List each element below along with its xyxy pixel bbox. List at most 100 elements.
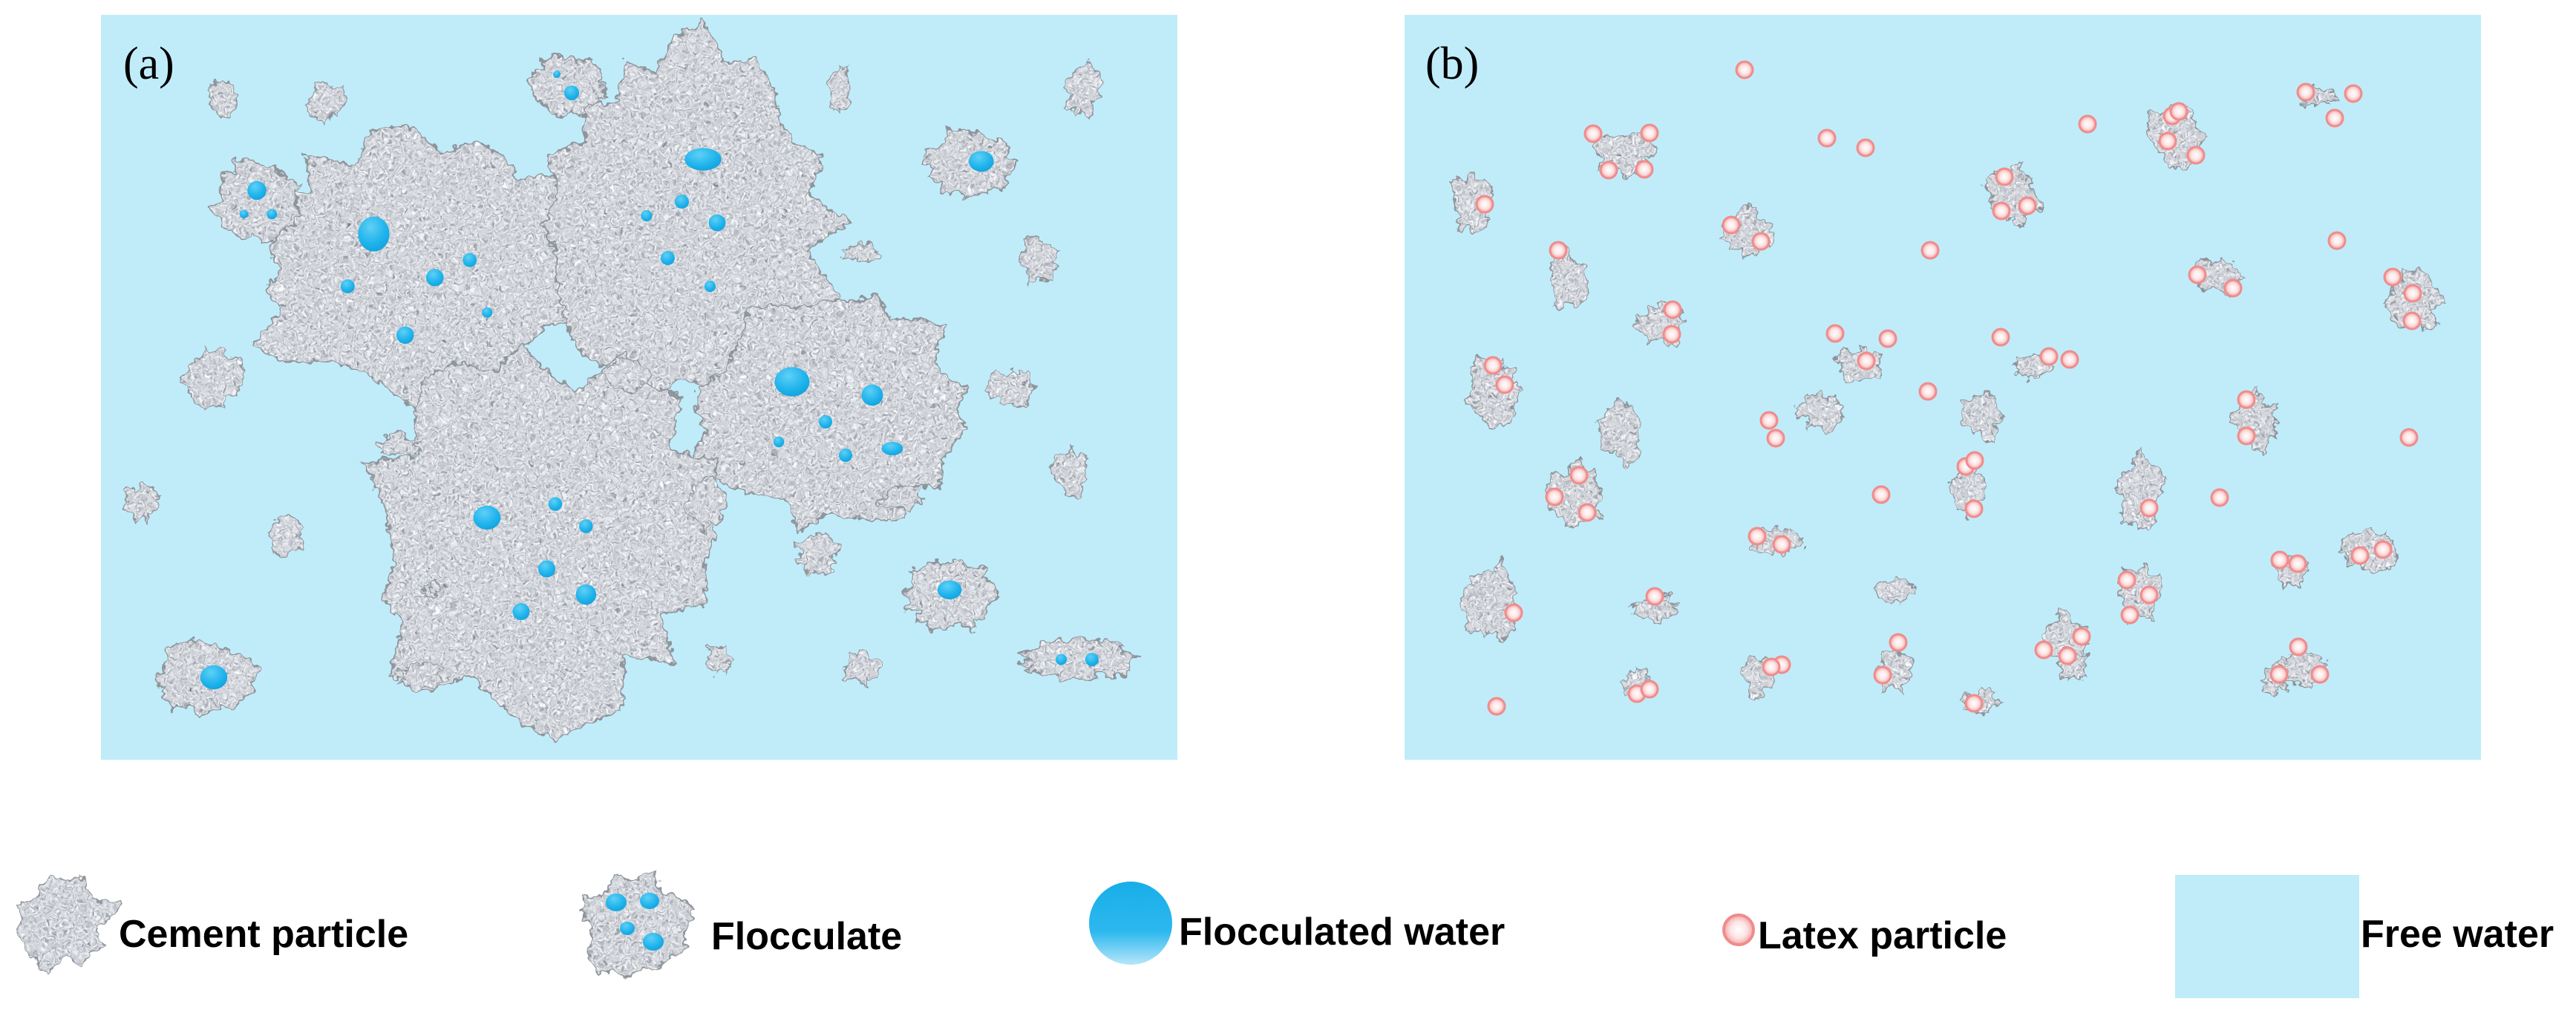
legend-free-water-label: Free water — [2361, 913, 2554, 956]
flocculated-water-drop — [861, 384, 883, 406]
cement-particle — [1063, 59, 1102, 120]
flocculated-water-drop — [579, 519, 593, 533]
latex-particle — [1549, 241, 1568, 260]
latex-particle — [1735, 60, 1754, 79]
latex-particle — [2018, 196, 2037, 215]
latex-particle — [2373, 540, 2393, 559]
flocculated-water-drop — [564, 85, 579, 100]
flocculated-water-drop — [247, 180, 267, 201]
cement-particle — [792, 533, 843, 576]
flocculated-water-drop — [426, 269, 444, 287]
latex-particle — [1545, 487, 1564, 507]
latex-particle — [2078, 114, 2097, 134]
latex-particle — [1662, 325, 1681, 344]
flocculated-water-drop — [1085, 653, 1099, 666]
cement-particle — [683, 475, 730, 534]
latex-particle — [1825, 324, 1845, 343]
flocculated-water-drop — [839, 449, 852, 462]
flocculated-water-drop — [969, 151, 994, 172]
flocculated-water-drop — [684, 148, 722, 171]
cement-particle — [267, 515, 304, 556]
flocculated-water-drop — [1056, 654, 1067, 665]
latex-particle — [1772, 535, 1791, 554]
latex-particle — [2344, 84, 2363, 103]
latex-particle — [2169, 102, 2188, 121]
flocculate-body — [526, 53, 609, 117]
latex-particle — [1640, 680, 1659, 699]
flocculated-water-drop — [200, 665, 228, 690]
panel-b-free-water — [1405, 15, 2481, 760]
flocculated-water-drop — [267, 209, 278, 220]
cement-particle — [1549, 243, 1589, 309]
latex-particle — [1873, 665, 1892, 685]
cement-particle — [1796, 392, 1845, 433]
latex-particle — [1663, 300, 1682, 319]
latex-particle — [2288, 554, 2307, 573]
cement-particle — [1874, 575, 1918, 605]
latex-particle — [1964, 499, 1984, 518]
legend-flocculate-icon — [581, 868, 696, 979]
panel-a-flocculated-state — [122, 19, 1137, 741]
cement-particle — [394, 662, 445, 691]
cement-particle — [839, 241, 883, 263]
legend-flocculated-water-label: Flocculated water — [1179, 911, 1505, 954]
legend-flocculate-shape — [581, 868, 696, 979]
flocculate — [1015, 637, 1137, 682]
flocculate — [362, 342, 720, 741]
cement-particle — [984, 369, 1039, 408]
latex-particle — [2296, 82, 2315, 102]
latex-particle — [2270, 550, 2289, 570]
latex-particle — [1992, 201, 2011, 221]
cement-particle — [1019, 237, 1062, 287]
latex-particle — [2210, 488, 2229, 507]
flocculated-water-drop — [396, 326, 414, 345]
flocculated-water-drop — [548, 497, 563, 511]
latex-particle — [2237, 426, 2256, 446]
latex-particle — [2350, 546, 2370, 565]
legend: Cement particle Flocculate Flocculated w… — [16, 868, 2554, 998]
cement-particle — [1960, 393, 2006, 442]
latex-particle — [2325, 108, 2344, 128]
panel-b-label: (b) — [1425, 39, 1479, 89]
cement-particle — [307, 81, 348, 126]
flocculated-water-drop — [704, 280, 716, 293]
latex-particle — [1918, 382, 1938, 401]
flocculated-water-drop — [881, 442, 903, 455]
panel-b-dispersed-state — [1451, 60, 2446, 716]
flocculated-water-drop — [773, 436, 785, 448]
flocculated-water-drop — [661, 251, 675, 265]
latex-particle — [1856, 138, 1875, 157]
latex-particle — [1748, 527, 1767, 546]
cement-particle — [703, 644, 735, 677]
panel-a-label: (a) — [123, 39, 174, 89]
cement-particle — [178, 345, 244, 411]
latex-particle — [2223, 279, 2243, 298]
latex-particle — [2072, 627, 2091, 646]
flocculated-water-drop — [675, 195, 689, 209]
latex-particle — [1871, 485, 1891, 504]
flocculated-water-drop — [937, 580, 962, 599]
cement-particle — [376, 431, 424, 457]
cement-particle — [122, 483, 161, 524]
legend-cement-shape — [16, 874, 123, 977]
flocculate-body — [208, 157, 303, 244]
flocculated-water-drop — [640, 893, 659, 909]
latex-particle — [2117, 570, 2137, 590]
latex-particle — [2237, 390, 2256, 409]
flocculated-water-drop — [774, 367, 810, 397]
flocculated-water-drop — [358, 216, 390, 252]
latex-particle — [2186, 146, 2206, 165]
latex-particle — [1762, 657, 1781, 677]
cement-particle — [1451, 171, 1494, 234]
flocculated-water-drop — [473, 505, 501, 530]
latex-particle — [2403, 284, 2422, 303]
cement-particle — [1593, 395, 1641, 469]
latex-particle — [2310, 665, 2330, 684]
cement-particle — [2146, 103, 2209, 170]
latex-particle — [1495, 375, 1514, 394]
legend-latex-label: Latex particle — [1758, 914, 2007, 957]
legend-flocculate-label: Flocculate — [711, 915, 902, 958]
latex-particle — [1889, 633, 1908, 652]
flocculate — [903, 554, 999, 633]
